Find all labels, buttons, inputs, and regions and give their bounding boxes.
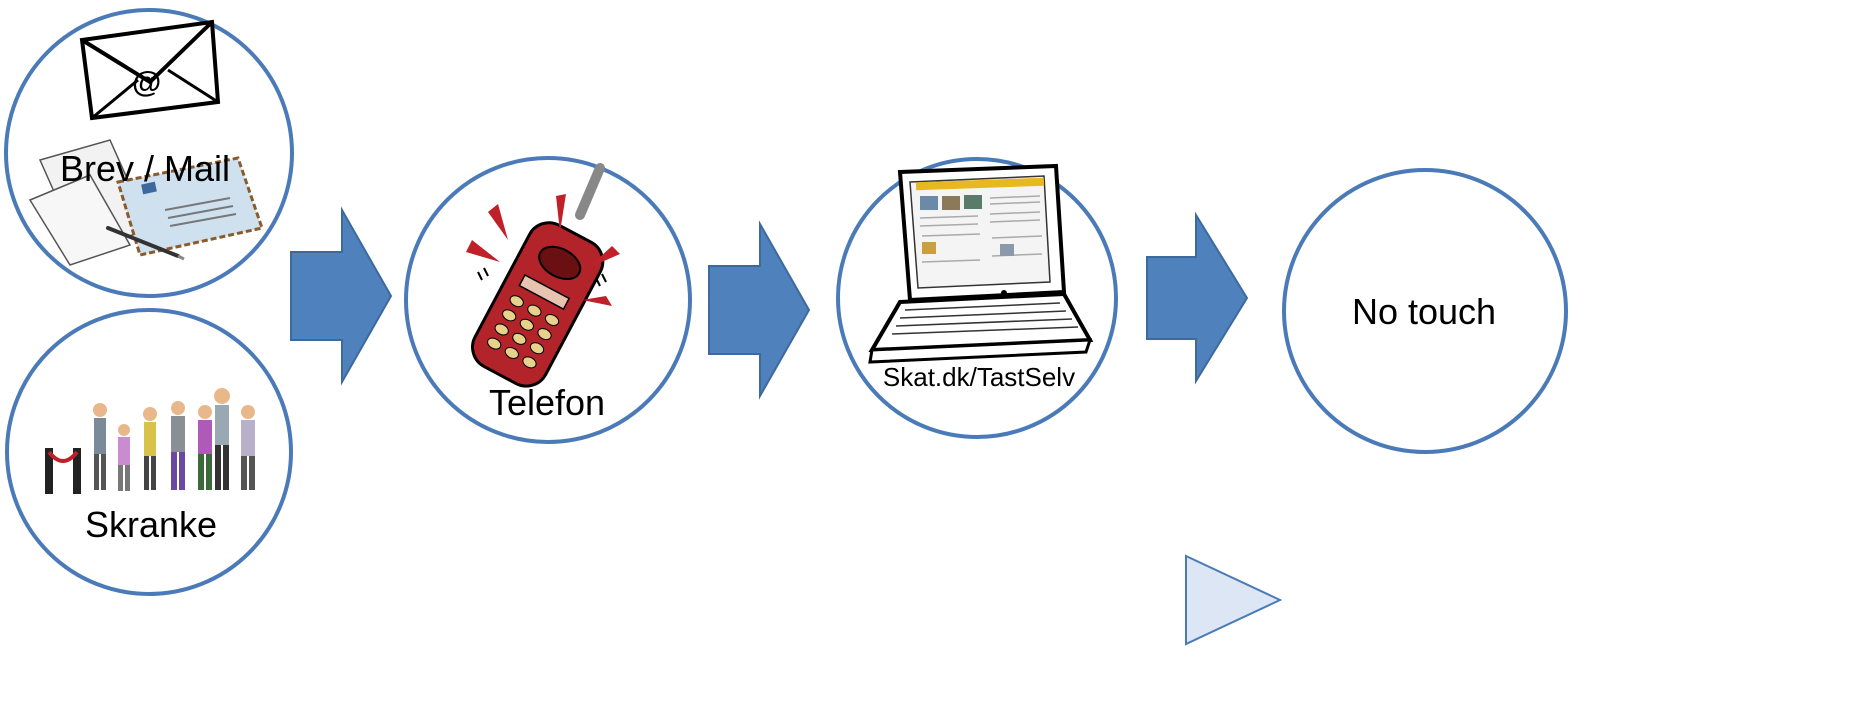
- counter-node: Skranke: [5, 308, 293, 596]
- arrow-right-icon: [708, 220, 811, 400]
- svg-text:@: @: [132, 66, 161, 99]
- web-label: Skat.dk/TastSelv: [883, 362, 1075, 392]
- envelope-icon: @: [79, 19, 221, 121]
- letters-icon: [28, 139, 264, 266]
- mobile-phone-icon: [466, 163, 620, 388]
- faded-arrow-right-icon: [1185, 554, 1283, 646]
- queue-people-icon: [45, 388, 255, 494]
- laptop-icon: [868, 163, 1094, 364]
- arrow-right-icon: [1146, 211, 1249, 385]
- notouch-label: No touch: [1352, 291, 1496, 332]
- web-node: Skat.dk/TastSelv: [836, 157, 1118, 439]
- notouch-node: No touch: [1282, 168, 1568, 454]
- counter-label: Skranke: [85, 504, 217, 545]
- arrow-right-icon: [290, 206, 393, 386]
- phone-label: Telefon: [489, 382, 605, 423]
- phone-node: Telefon: [404, 156, 692, 444]
- mail-label: Brev / Mail: [60, 148, 230, 189]
- mail-node: @ Brev / Mail: [4, 8, 294, 298]
